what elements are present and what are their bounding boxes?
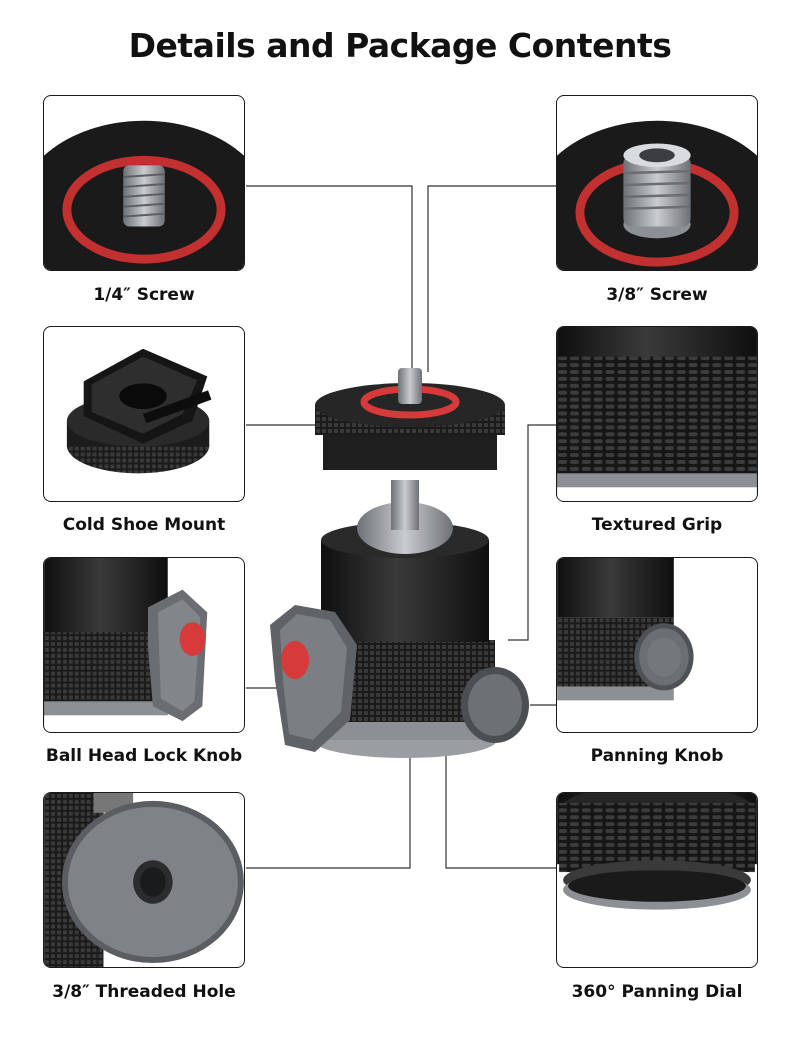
panning-knob-image <box>557 558 694 701</box>
caption-panning-dial: 360° Panning Dial <box>571 982 743 1002</box>
ball-head-product-image <box>270 368 529 758</box>
caption-panning-knob: Panning Knob <box>590 746 724 766</box>
panel-cold-shoe-mount <box>43 326 245 502</box>
caption-ball-head-lock-knob: Ball Head Lock Knob <box>45 746 243 766</box>
leader-quarter-screw <box>246 185 413 370</box>
panel-textured-grip <box>556 326 758 502</box>
caption-three-eighths-screw: 3/8″ Screw <box>606 285 708 305</box>
panel-threaded-hole <box>43 792 245 968</box>
quarter-inch-screw-image <box>44 120 244 270</box>
leader-three-eighths-screw <box>427 185 556 372</box>
panel-panning-dial <box>556 792 758 968</box>
caption-textured-grip: Textured Grip <box>591 515 723 535</box>
panel-ball-head-lock-knob <box>43 557 245 733</box>
caption-quarter-inch-screw: 1/4″ Screw <box>93 285 195 305</box>
panel-panning-knob <box>556 557 758 733</box>
panning-dial-image <box>557 793 757 910</box>
threaded-hole-image <box>44 793 244 967</box>
panel-three-eighths-screw <box>556 95 758 271</box>
caption-threaded-hole: 3/8″ Threaded Hole <box>52 982 236 1002</box>
page-title: Details and Package Contents <box>128 26 672 65</box>
panel-quarter-inch-screw <box>43 95 245 271</box>
three-eighths-screw-image <box>557 120 757 270</box>
caption-cold-shoe-mount: Cold Shoe Mount <box>62 515 226 535</box>
ball-head-lock-knob-image <box>44 558 244 732</box>
cold-shoe-mount-image <box>66 348 212 474</box>
textured-grip-image <box>557 327 757 501</box>
